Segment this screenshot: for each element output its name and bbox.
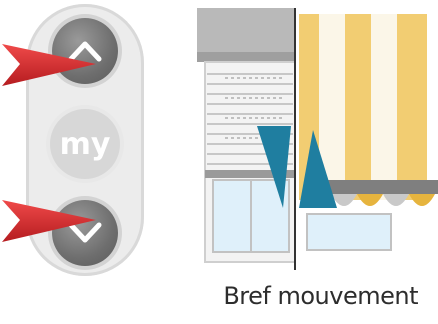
shutter-awning-scene — [195, 8, 438, 270]
red-pointer-arrow-up — [0, 40, 96, 90]
red-pointer-arrow-down — [0, 196, 96, 246]
caption: Bref mouvement — [0, 282, 418, 310]
my-button-label: my — [60, 127, 111, 162]
awning-icon — [295, 14, 438, 250]
my-button[interactable]: my — [50, 109, 120, 179]
